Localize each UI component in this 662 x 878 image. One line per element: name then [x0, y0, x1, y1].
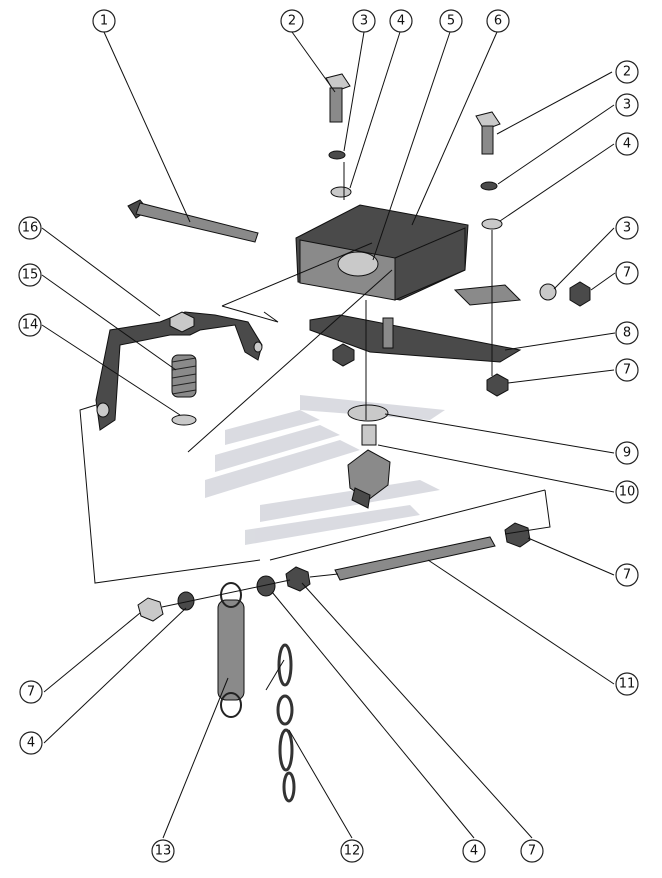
svg-text:9: 9: [623, 446, 631, 461]
callout-7: 7: [615, 563, 639, 587]
rod: [334, 536, 496, 581]
svg-text:7: 7: [27, 685, 35, 700]
callout-10: 10: [615, 480, 639, 504]
svg-text:4: 4: [27, 736, 35, 751]
washer-bottom-right: [256, 575, 276, 597]
callout-16: 16: [18, 216, 42, 240]
nut-side: [569, 281, 591, 307]
callout-7: 7: [615, 261, 639, 285]
washer-right: [481, 218, 503, 230]
callout-3: 3: [615, 216, 639, 240]
svg-text:12: 12: [344, 844, 361, 859]
washer-small: [171, 414, 197, 426]
callout-2: 2: [280, 9, 304, 33]
nut-under-plate-left: [332, 343, 355, 367]
nut-rod-end: [504, 522, 531, 548]
callout-8: 8: [615, 321, 639, 345]
callout-4: 4: [615, 132, 639, 156]
svg-text:14: 14: [22, 318, 39, 333]
bolt-right: [475, 111, 501, 155]
callout-13: 13: [151, 839, 175, 863]
nut-bottom-left: [137, 597, 164, 622]
callout-4: 4: [389, 9, 413, 33]
bracket: [95, 311, 263, 431]
callout-5: 5: [439, 9, 463, 33]
svg-text:7: 7: [623, 363, 631, 378]
callout-4: 4: [19, 731, 43, 755]
lock-washer-top: [328, 150, 346, 160]
svg-text:11: 11: [619, 677, 636, 692]
leader-lines: [41, 31, 616, 839]
plate: [309, 314, 522, 363]
callout-14: 14: [18, 313, 42, 337]
svg-text:4: 4: [470, 844, 478, 859]
callout-12: 12: [340, 839, 364, 863]
callout-7: 7: [520, 839, 544, 863]
spring-large: [217, 582, 245, 718]
washer-mid: [347, 404, 389, 422]
callout-6: 6: [486, 9, 510, 33]
switch: [347, 424, 391, 509]
svg-text:7: 7: [528, 844, 536, 859]
watermark-logo: [205, 395, 445, 545]
housing: [295, 204, 522, 306]
svg-text:16: 16: [22, 221, 39, 236]
callout-2: 2: [615, 60, 639, 84]
callout-3: 3: [352, 9, 376, 33]
callout-7: 7: [19, 680, 43, 704]
washer-top: [330, 186, 352, 198]
callout-11: 11: [615, 672, 639, 696]
svg-text:5: 5: [447, 14, 455, 29]
callout-1: 1: [92, 9, 116, 33]
svg-text:2: 2: [623, 65, 631, 80]
bolt-top: [325, 73, 351, 123]
svg-text:1: 1: [100, 14, 108, 29]
lock-washer-side: [539, 283, 557, 301]
svg-text:3: 3: [360, 14, 368, 29]
callouts: 1 2 3 4 5 6 2 3 4 3 7 8 7 9 10 7 11 16 1…: [18, 9, 639, 863]
svg-text:3: 3: [623, 98, 631, 113]
washer-bottom-left: [177, 591, 195, 611]
callout-9: 9: [615, 441, 639, 465]
svg-text:3: 3: [623, 221, 631, 236]
callout-3: 3: [615, 93, 639, 117]
callout-15: 15: [18, 263, 42, 287]
svg-text:7: 7: [623, 568, 631, 583]
svg-text:2: 2: [288, 14, 296, 29]
callout-7: 7: [615, 358, 639, 382]
svg-text:4: 4: [397, 14, 405, 29]
chain-link: [276, 643, 296, 803]
lock-washer-right: [480, 181, 498, 191]
callout-4: 4: [462, 839, 486, 863]
svg-text:8: 8: [623, 326, 631, 341]
svg-text:15: 15: [22, 268, 39, 283]
nut-under-plate-right: [486, 373, 509, 397]
svg-text:4: 4: [623, 137, 631, 152]
svg-text:10: 10: [619, 485, 636, 500]
svg-text:7: 7: [623, 266, 631, 281]
bolt-long: [127, 199, 259, 243]
svg-text:13: 13: [155, 844, 172, 859]
spring-small: [171, 354, 197, 398]
svg-text:6: 6: [494, 14, 502, 29]
